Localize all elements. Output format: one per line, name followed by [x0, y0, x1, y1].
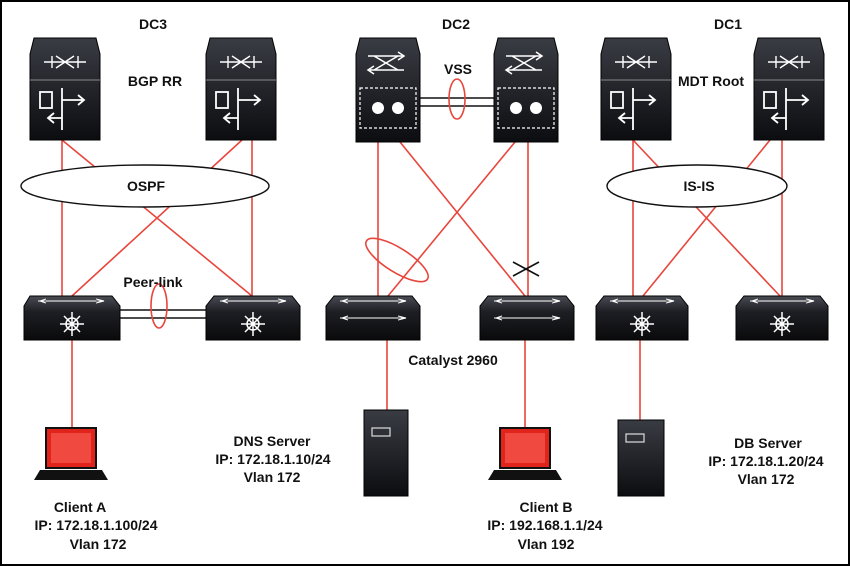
policy-router-icon: [39, 88, 86, 130]
switch-fabric-icon: [768, 55, 810, 69]
nexus-switch-icon: [630, 312, 654, 336]
client-a-name: Client A: [54, 499, 106, 515]
dc2-vss-switch-2[interactable]: [493, 37, 559, 143]
catalyst-switch-icon: [340, 315, 407, 321]
vss-link-lines: [420, 97, 496, 107]
catalyst-2960-label: Catalyst 2960: [408, 352, 498, 368]
nexus-switch-icon: [241, 312, 265, 336]
nexus-switch-icon: [60, 312, 84, 336]
multilayer-switch-icon: [366, 51, 406, 75]
db-name: DB Server: [734, 435, 802, 451]
catalyst-switch-icon: [494, 315, 561, 321]
db-vlan: Vlan 172: [738, 471, 795, 487]
client-a-laptop-icon[interactable]: [34, 427, 108, 480]
link-dc2-vss1-access2: [399, 141, 526, 297]
dns-name: DNS Server: [233, 433, 311, 449]
dc3-core-router-1[interactable]: [29, 37, 101, 141]
isis-label: IS-IS: [683, 178, 714, 194]
ospf-label: OSPF: [127, 178, 166, 194]
switch-fabric-icon: [615, 55, 657, 69]
supervisor-icon: [372, 102, 404, 114]
policy-router-icon: [610, 88, 657, 130]
mec-bundle-icon: [365, 237, 429, 283]
links: [61, 139, 783, 428]
peer-link-lines: [118, 309, 206, 319]
vss-bundle-icon: [448, 78, 466, 120]
dc2-title: DC2: [442, 16, 470, 32]
policy-router-icon: [215, 88, 262, 130]
client-b-name: Client B: [520, 499, 573, 515]
blocked-port-icon: [512, 261, 540, 277]
dc1-title: DC1: [714, 16, 742, 32]
dc1-core-router-2[interactable]: [753, 37, 825, 141]
db-ip: IP: 172.18.1.20/24: [708, 453, 823, 469]
policy-router-icon: [763, 88, 810, 130]
db-server-icon[interactable]: [617, 419, 665, 497]
client-b-vlan: Vlan 192: [518, 536, 575, 552]
dc3-title: DC3: [139, 16, 167, 32]
dc2-access-switch-2[interactable]: [479, 295, 575, 341]
client-a-vlan: Vlan 172: [70, 536, 127, 552]
dc3-core-router-2[interactable]: [205, 37, 277, 141]
dns-vlan: Vlan 172: [244, 469, 301, 485]
link-dc3-core2-access1: [71, 139, 243, 297]
dc3-access-switch-2[interactable]: [205, 295, 301, 341]
supervisor-icon: [510, 102, 542, 114]
vss-label: VSS: [444, 61, 472, 77]
mdt-root-label: MDT Root: [678, 73, 744, 89]
client-a-ip: IP: 172.18.1.100/24: [35, 517, 158, 533]
isis-area: [606, 164, 788, 208]
dns-server-icon[interactable]: [363, 409, 409, 497]
nexus-switch-icon: [770, 312, 794, 336]
link-dc1-core2-access1: [642, 139, 771, 297]
dc3-access-switch-1[interactable]: [23, 295, 121, 341]
dc1-access-switch-2[interactable]: [735, 295, 829, 341]
client-b-ip: IP: 192.168.1.1/24: [487, 517, 602, 533]
bgp-rr-label: BGP RR: [128, 73, 182, 89]
ospf-area: [20, 164, 270, 208]
dc1-access-switch-1[interactable]: [595, 295, 689, 341]
dns-ip: IP: 172.18.1.10/24: [215, 451, 330, 467]
multilayer-switch-icon: [504, 51, 544, 75]
switch-fabric-icon: [44, 55, 86, 69]
client-b-laptop-icon[interactable]: [488, 427, 562, 480]
peer-link-bundle-icon: [150, 283, 168, 329]
switch-fabric-icon: [220, 55, 262, 69]
dc1-core-router-1[interactable]: [600, 37, 672, 141]
link-dc2-vss2-access1: [387, 141, 516, 297]
dc2-access-switch-1[interactable]: [325, 295, 421, 341]
dc2-vss-switch-1[interactable]: [355, 37, 421, 143]
peer-link-label: Peer-link: [123, 274, 182, 290]
